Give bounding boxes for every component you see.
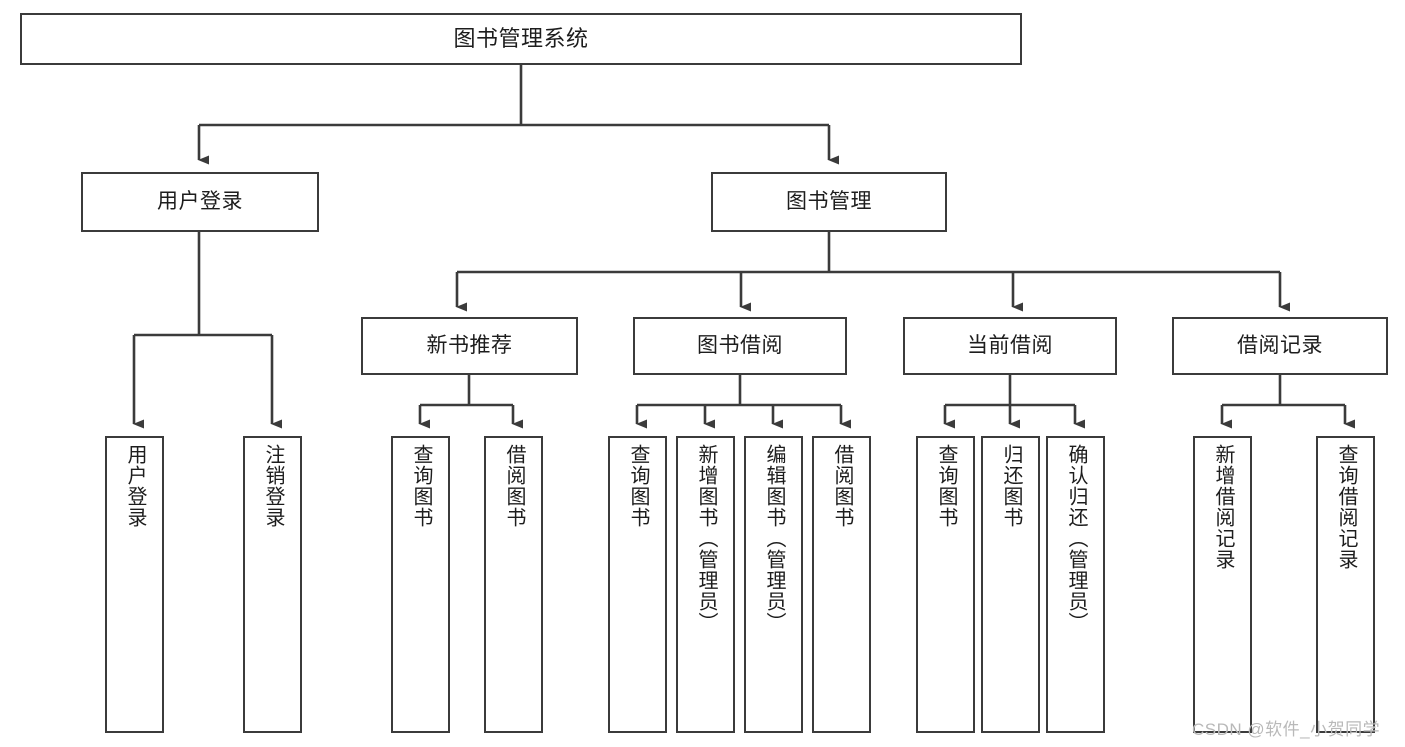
node-label: 借阅图书 (831, 444, 853, 528)
node-label: 图书借阅 (697, 333, 783, 357)
node-label: 确认归还（管理员） (1065, 444, 1087, 633)
node-leaf-current-return-book[interactable]: 归还图书 (981, 436, 1040, 733)
node-label: 图书管理 (786, 189, 872, 213)
node-current-borrow[interactable]: 当前借阅 (903, 317, 1117, 375)
node-label: 查询借阅记录 (1335, 444, 1357, 570)
node-label: 新增图书（管理员） (695, 444, 717, 633)
node-leaf-record-add-borrow-record[interactable]: 新增借阅记录 (1193, 436, 1252, 733)
node-book-borrow[interactable]: 图书借阅 (633, 317, 847, 375)
node-label: 借阅图书 (503, 444, 525, 528)
node-label: 注销登录 (262, 444, 284, 528)
node-new-book-recommendation[interactable]: 新书推荐 (361, 317, 578, 375)
node-label: 编辑图书（管理员） (763, 444, 785, 633)
node-user-login[interactable]: 用户登录 (81, 172, 319, 232)
node-leaf-current-confirm-return-admin[interactable]: 确认归还（管理员） (1046, 436, 1105, 733)
node-leaf-current-query-book[interactable]: 查询图书 (916, 436, 975, 733)
node-leaf-borrow-do-borrow-book[interactable]: 借阅图书 (812, 436, 871, 733)
node-borrow-record[interactable]: 借阅记录 (1172, 317, 1388, 375)
node-label: 借阅记录 (1237, 333, 1323, 357)
csdn-watermark: CSDN @软件_小贺同学 (1192, 720, 1381, 739)
node-leaf-borrow-edit-book-admin[interactable]: 编辑图书（管理员） (744, 436, 803, 733)
node-label: 查询图书 (410, 444, 432, 528)
node-label: 图书管理系统 (453, 26, 589, 52)
node-label: 查询图书 (627, 444, 649, 528)
node-leaf-recommend-borrow-book[interactable]: 借阅图书 (484, 436, 543, 733)
node-label: 新书推荐 (426, 333, 513, 357)
node-leaf-user-logout[interactable]: 注销登录 (243, 436, 302, 733)
node-label: 用户登录 (157, 189, 243, 213)
node-leaf-record-query-borrow-record[interactable]: 查询借阅记录 (1316, 436, 1375, 733)
node-label: 查询图书 (935, 444, 957, 528)
node-leaf-user-login[interactable]: 用户登录 (105, 436, 164, 733)
node-label: 当前借阅 (967, 333, 1053, 357)
node-book-manage[interactable]: 图书管理 (711, 172, 947, 232)
node-leaf-borrow-add-book-admin[interactable]: 新增图书（管理员） (676, 436, 735, 733)
node-label: 归还图书 (1000, 444, 1022, 528)
node-label: 用户登录 (124, 444, 146, 528)
node-label: 新增借阅记录 (1212, 444, 1234, 570)
node-leaf-recommend-query-book[interactable]: 查询图书 (391, 436, 450, 733)
node-leaf-borrow-query-book[interactable]: 查询图书 (608, 436, 667, 733)
node-root-system[interactable]: 图书管理系统 (20, 13, 1022, 65)
